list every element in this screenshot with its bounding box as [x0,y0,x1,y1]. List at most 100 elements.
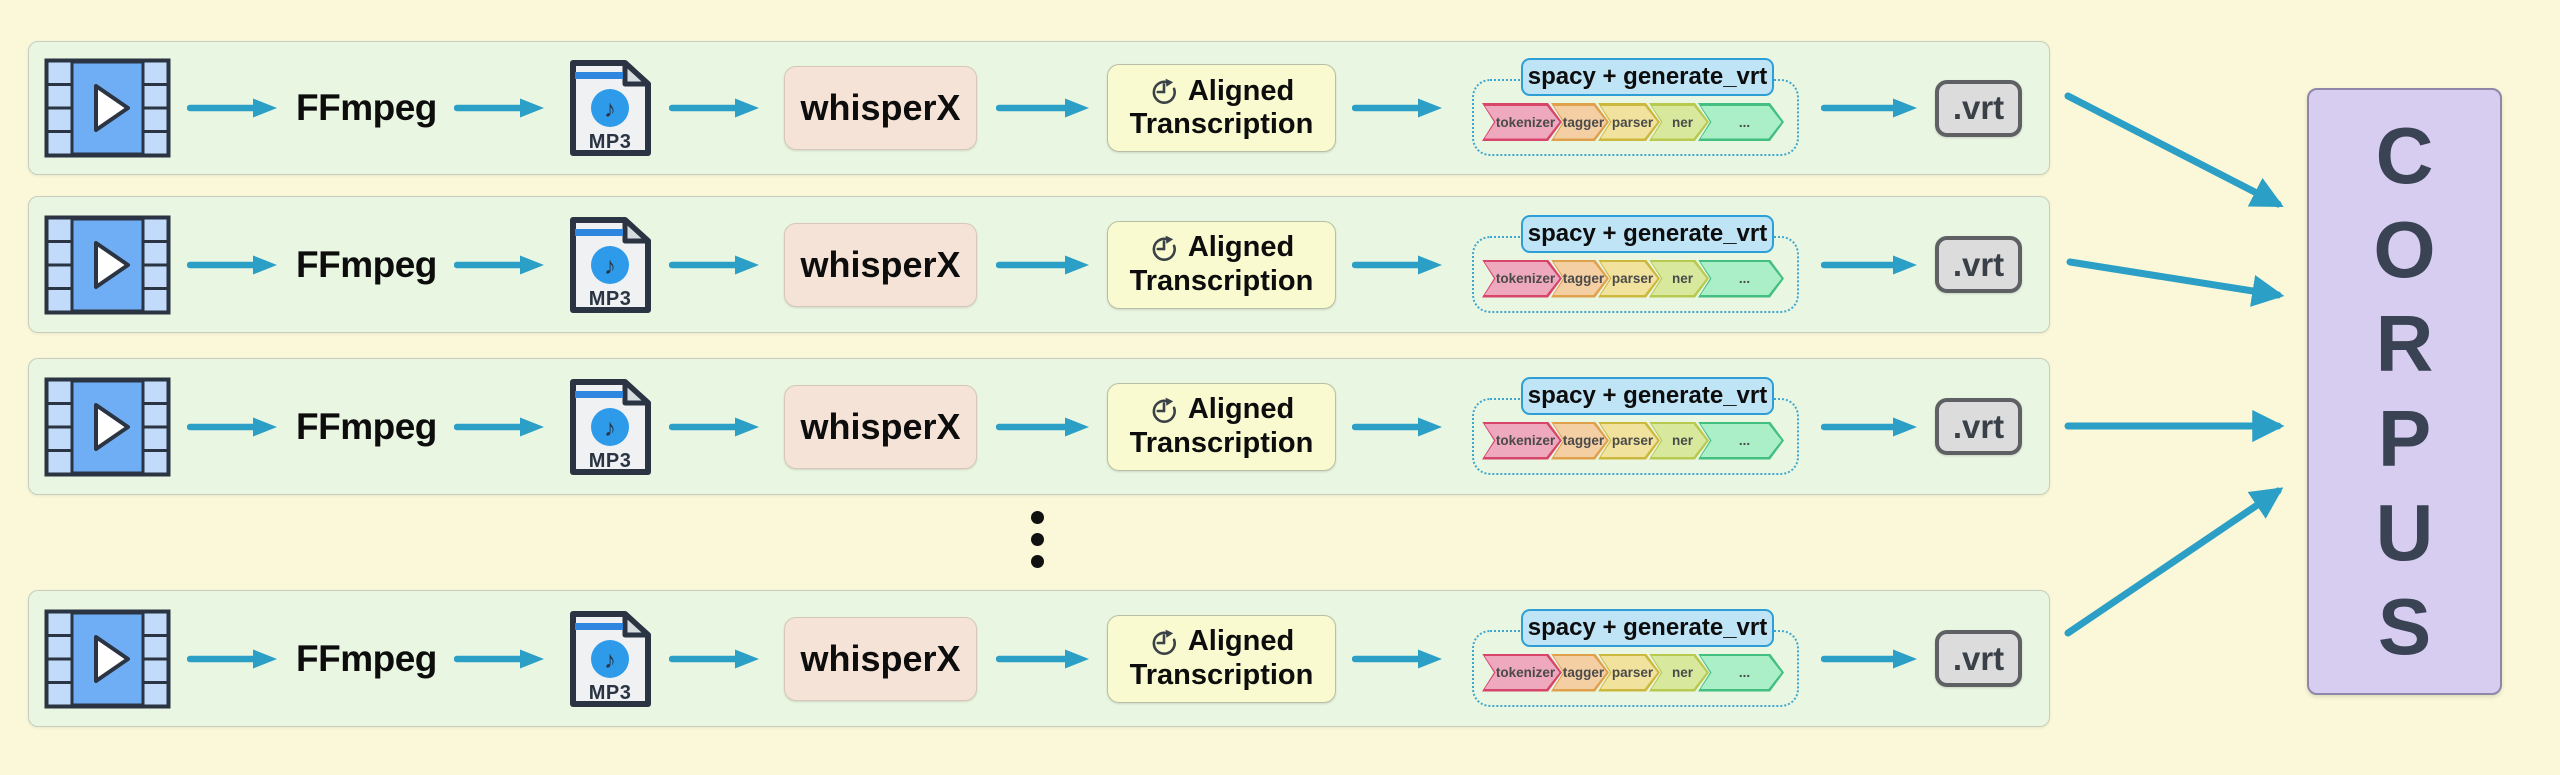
flow-arrow [669,255,759,274]
flow-arrow [669,417,759,436]
flow-arrow [1352,417,1442,436]
flow-arrow [1352,98,1442,118]
vrt-file-node: .vrt [1935,630,2022,687]
aligned-transcription-node: Aligned Transcription [1107,382,1336,471]
corpus-letter: P [2377,393,2432,483]
clock-history-icon [1152,397,1176,423]
spacy-pipeline-group: spacy + generate_vrt tokenizer tagger pa… [1454,58,1799,158]
flow-arrow [996,98,1089,118]
spacy-components: tokenizer tagger parser ner ... [1482,260,1784,298]
music-note-icon: ♪ [604,253,616,280]
aligned-label-line2: Transcription [1129,264,1314,297]
pipeline-row: FFmpeg ♪ MP3 whisperX [28,358,2050,495]
spacy-component-tokenizer: tokenizer [1482,422,1562,460]
spacy-generate-vrt-label: spacy + generate_vrt [1521,376,1774,415]
aligned-label-line1: Aligned [1187,74,1295,107]
ffmpeg-label: FFmpeg [296,243,437,285]
music-note-icon: ♪ [604,647,616,674]
corpus-node: C O R P U S [2307,88,2502,695]
vrt-file-node: .vrt [1935,236,2022,293]
merge-arrow-row1 [2064,92,2284,208]
aligned-label-line2: Transcription [1129,426,1314,459]
flow-arrow [454,255,544,274]
spacy-components: tokenizer tagger parser ner ... [1482,422,1784,460]
flow-arrow [996,649,1089,668]
corpus-letter: U [2375,487,2434,577]
pipeline-row: FFmpeg ♪ MP3 whisperX [28,41,2050,175]
flow-arrow [454,649,544,668]
flow-arrow [996,255,1089,274]
clock-history-icon [1152,78,1176,105]
spacy-component-more: ... [1698,103,1784,141]
merge-arrow-row4 [2064,487,2284,637]
vrt-file-node: .vrt [1935,398,2022,455]
aligned-label-line1: Aligned [1187,393,1295,426]
corpus-letter: S [2377,581,2432,671]
aligned-transcription-node: Aligned Transcription [1107,614,1336,703]
vrt-file-node: .vrt [1935,79,2022,137]
aligned-label-line2: Transcription [1129,108,1314,140]
ffmpeg-label: FFmpeg [296,87,437,128]
corpus-letter: O [2373,205,2436,295]
spacy-pipeline-group: spacy + generate_vrt tokenizer tagger pa… [1454,376,1799,477]
spacy-component-more: ... [1698,422,1784,460]
spacy-generate-vrt-label: spacy + generate_vrt [1521,58,1774,96]
whisperx-node: whisperX [784,66,977,150]
flow-arrow [996,417,1089,436]
spacy-pipeline-group: spacy + generate_vrt tokenizer tagger pa… [1454,608,1799,709]
video-file-icon [44,58,171,158]
ellipsis-dot [1031,511,1044,524]
ffmpeg-label: FFmpeg [296,637,437,679]
spacy-component-tokenizer: tokenizer [1482,260,1562,298]
aligned-transcription-node: Aligned Transcription [1107,64,1336,152]
merge-arrow-row2 [2066,258,2285,307]
flow-arrow [1821,417,1917,436]
flow-arrow [187,255,277,274]
spacy-component-tokenizer: tokenizer [1482,103,1562,141]
ellipsis-dot [1031,555,1044,568]
mp3-label: MP3 [589,131,632,153]
mp3-file-icon: ♪ MP3 [570,216,651,313]
video-file-icon [44,215,171,314]
mp3-label: MP3 [589,450,632,472]
pipeline-row: FFmpeg ♪ MP3 whisperX [28,196,2050,333]
spacy-pipeline-group: spacy + generate_vrt tokenizer tagger pa… [1454,214,1799,315]
mp3-label: MP3 [589,288,632,310]
flow-arrow [187,649,277,668]
mp3-file-icon: ♪ MP3 [570,378,651,475]
flow-arrow [669,649,759,668]
flow-arrow [454,98,544,118]
ellipsis-dot [1031,533,1044,546]
mp3-label: MP3 [589,682,632,704]
whisperx-node: whisperX [784,384,977,469]
ffmpeg-label: FFmpeg [296,405,437,447]
aligned-transcription-node: Aligned Transcription [1107,220,1336,309]
aligned-label-line1: Aligned [1187,625,1295,658]
flow-arrow [1821,649,1917,668]
mp3-file-icon: ♪ MP3 [570,60,651,156]
corpus-letter: C [2375,111,2434,201]
spacy-components: tokenizer tagger parser ner ... [1482,103,1784,141]
video-file-icon [44,609,171,708]
spacy-component-tokenizer: tokenizer [1482,654,1562,692]
whisperx-node: whisperX [784,616,977,701]
flow-arrow [1821,255,1917,274]
aligned-label-line1: Aligned [1187,231,1295,264]
vertical-ellipsis [1031,511,1044,568]
music-note-icon: ♪ [604,96,616,123]
mp3-file-icon: ♪ MP3 [570,610,651,707]
spacy-component-more: ... [1698,654,1784,692]
spacy-component-more: ... [1698,260,1784,298]
corpus-letter: R [2375,299,2434,389]
flow-arrow [1821,98,1917,118]
spacy-components: tokenizer tagger parser ner ... [1482,654,1784,692]
video-file-icon [44,377,171,476]
clock-history-icon [1152,629,1176,655]
spacy-generate-vrt-label: spacy + generate_vrt [1521,608,1774,647]
flow-arrow [1352,255,1442,274]
spacy-generate-vrt-label: spacy + generate_vrt [1521,214,1774,253]
flow-arrow [187,417,277,436]
whisperx-node: whisperX [784,222,977,307]
flow-arrow [669,98,759,118]
